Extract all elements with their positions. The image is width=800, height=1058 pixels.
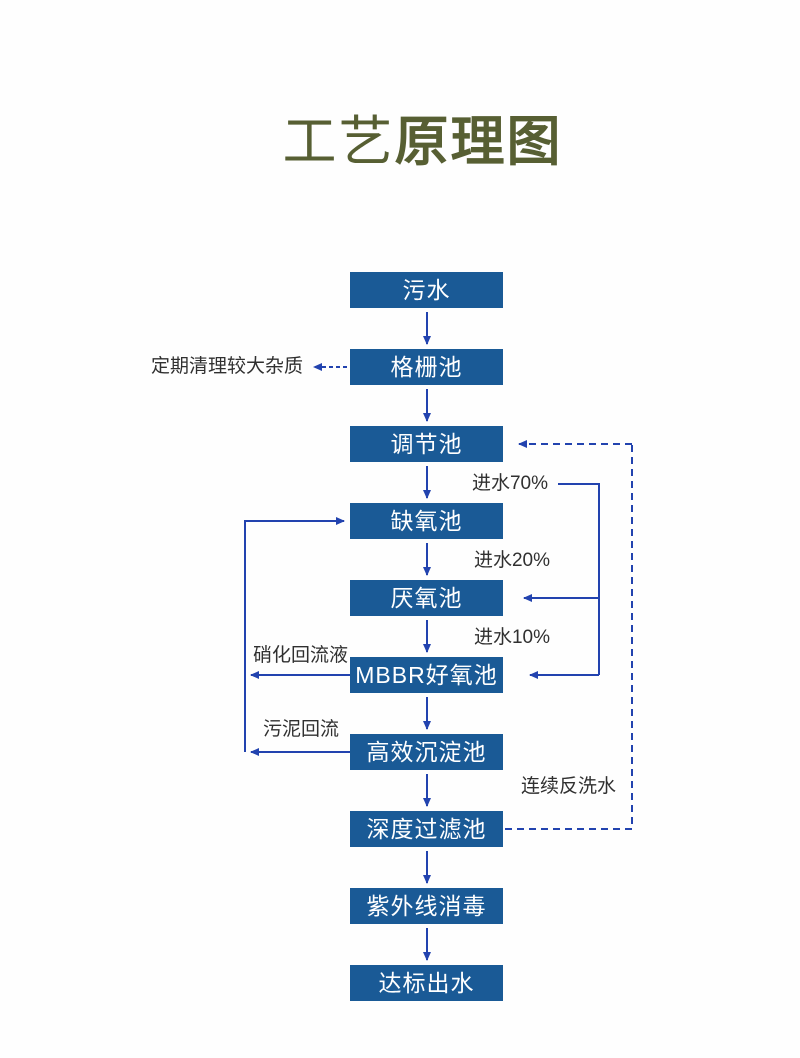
flow-box-effluent: 达标出水 [350, 965, 503, 1001]
flow-box-regulating-pool: 调节池 [350, 426, 503, 462]
line-inflow-split [558, 483, 600, 675]
label-nitrification-reflux: 硝化回流液 [253, 645, 349, 666]
label-periodic-cleaning: 定期清理较大杂质 [150, 356, 303, 377]
label-inflow-10: 进水10% [473, 627, 550, 648]
title-bold-part: 原理图 [394, 112, 563, 172]
flow-box-grid-pool: 格栅池 [350, 349, 503, 385]
flow-box-sewage: 污水 [350, 272, 503, 308]
page-title: 工艺原理图 [0, 110, 800, 174]
line-reflux-to-anoxic [244, 517, 345, 752]
flow-box-anaerobic-pool: 厌氧池 [350, 580, 503, 616]
title-light-part: 工艺 [282, 112, 395, 172]
flow-box-filtration-pool: 深度过滤池 [350, 811, 503, 847]
line-backwash [505, 444, 633, 830]
label-sludge-reflux: 污泥回流 [263, 719, 340, 740]
flow-box-sedimentation-pool: 高效沉淀池 [350, 734, 503, 770]
flow-box-anoxic-pool: 缺氧池 [350, 503, 503, 539]
label-inflow-70: 进水70% [471, 473, 548, 494]
flow-box-uv-disinfection: 紫外线消毒 [350, 888, 503, 924]
label-inflow-20: 进水20% [473, 550, 550, 571]
flow-box-mbbr-aerobic-pool: MBBR好氧池 [350, 657, 503, 693]
label-backwash: 连续反洗水 [521, 776, 617, 797]
